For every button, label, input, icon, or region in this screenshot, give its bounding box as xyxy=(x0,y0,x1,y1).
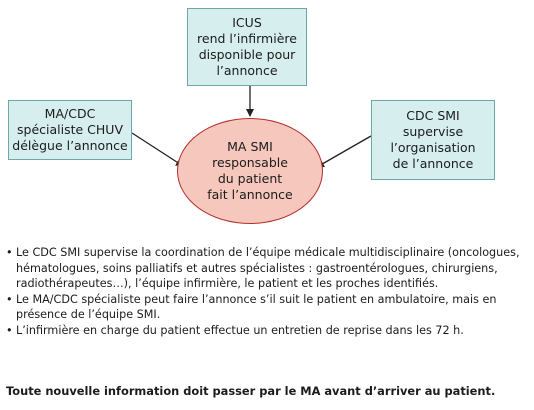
icus-box-line: rend l’infirmière xyxy=(197,31,297,46)
ma-smi-ellipse-line: responsable xyxy=(212,155,288,170)
cdc-smi-box-line: de l’annonce xyxy=(392,156,474,171)
bullet-item: • L’infirmière en charge du patient effe… xyxy=(6,323,522,339)
bullet-text: Le CDC SMI supervise la coordination de … xyxy=(16,246,520,290)
ma-smi-ellipse-line: fait l’annonce xyxy=(207,187,293,202)
cdc-smi-box-line: l’organisation xyxy=(390,140,476,155)
bullet-text: Le MA/CDC spécialiste peut faire l’annon… xyxy=(16,292,497,322)
bullet-item: • Le MA/CDC spécialiste peut faire l’ann… xyxy=(6,292,522,323)
ma-smi-ellipse: MA SMI responsable du patient fait l’ann… xyxy=(177,118,323,224)
icus-box-line: disponible pour xyxy=(198,47,296,62)
ma-cdc-box-line: spécialiste CHUV xyxy=(17,122,123,137)
icus-box-line: l’annonce xyxy=(216,63,278,78)
icus-box: ICUS rend l’infirmière disponible pour l… xyxy=(187,8,307,86)
bullet-icon: • xyxy=(6,246,13,259)
footer-note: Toute nouvelle information doit passer p… xyxy=(6,384,496,398)
arrow-right-to-center xyxy=(316,135,372,168)
icus-box-line: ICUS xyxy=(232,15,262,30)
cdc-smi-box-line: supervise xyxy=(402,124,464,139)
ma-smi-ellipse-line: du patient xyxy=(217,171,283,186)
bullet-icon: • xyxy=(6,323,13,337)
arrow-left-to-center xyxy=(131,132,184,167)
ma-cdc-box: MA/CDC spécialiste CHUV délègue l’annonc… xyxy=(8,100,132,160)
ma-smi-ellipse-line: MA SMI xyxy=(227,139,273,154)
cdc-smi-box: CDC SMI supervise l’organisation de l’an… xyxy=(371,100,495,180)
bullet-icon: • xyxy=(6,292,13,306)
bullet-text: L’infirmière en charge du patient effect… xyxy=(16,323,464,337)
bullet-list: • Le CDC SMI supervise la coordination d… xyxy=(6,245,522,338)
bullet-item: • Le CDC SMI supervise la coordination d… xyxy=(6,245,522,292)
cdc-smi-box-line: CDC SMI xyxy=(406,108,460,123)
ma-cdc-box-line: MA/CDC xyxy=(44,106,96,121)
ma-cdc-box-line: délègue l’annonce xyxy=(12,138,128,153)
